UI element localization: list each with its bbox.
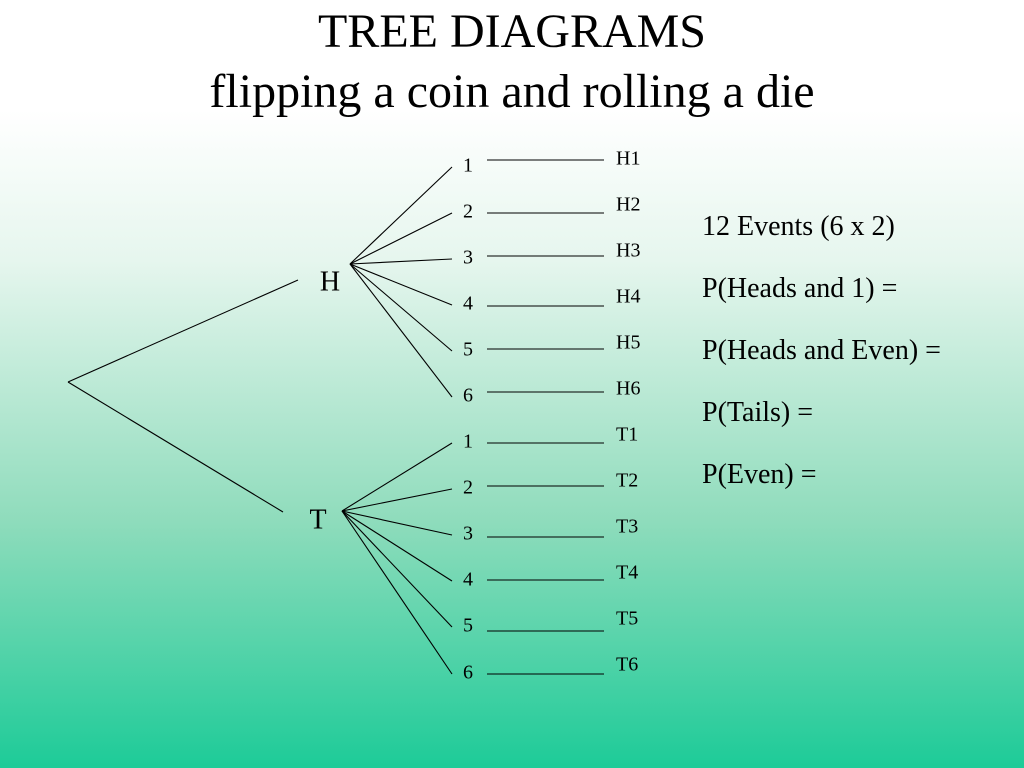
die-branch-h-4: [349, 263, 453, 306]
die-label-h-3: 3: [463, 247, 473, 269]
die-label-t-5: 5: [463, 615, 473, 637]
outcome-label-t-5: T5: [616, 608, 638, 630]
outcome-label-h-1: H1: [616, 148, 640, 170]
outcome-label-h-6: H6: [616, 378, 640, 400]
die-label-h-6: 6: [463, 385, 473, 407]
events-panel: 12 Events (6 x 2) P(Heads and 1) = P(Hea…: [702, 196, 941, 506]
events-total: 12 Events (6 x 2): [702, 211, 895, 242]
die-branch-h-2: [349, 212, 453, 265]
question-tails: P(Tails) =: [702, 397, 814, 428]
die-branch-t-1: [341, 442, 453, 512]
die-branch-t-4: [341, 510, 453, 582]
die-label-t-1: 1: [463, 431, 473, 453]
die-label-h-1: 1: [463, 155, 473, 177]
root-branch-t: [67, 381, 284, 513]
outcome-label-h-3: H3: [616, 240, 640, 262]
outcome-label-t-1: T1: [616, 424, 638, 446]
outcome-label-h-4: H4: [616, 286, 640, 308]
die-branch-t-3: [341, 510, 453, 536]
subtitle-line: flipping a coin and rolling a die: [209, 65, 815, 118]
outcome-label-t-3: T3: [616, 516, 638, 538]
question-heads-and-even: P(Heads and Even) =: [702, 335, 941, 366]
die-label-h-4: 4: [463, 293, 473, 315]
coin-label-t: T: [309, 504, 326, 535]
outcome-label-t-6: T6: [616, 654, 638, 676]
question-heads-and-1: P(Heads and 1) =: [702, 273, 898, 304]
coin-label-h: H: [320, 266, 340, 297]
die-branch-h-1: [349, 166, 453, 265]
outcome-label-t-4: T4: [616, 562, 638, 584]
die-branch-t-6: [341, 510, 453, 675]
die-branch-h-5: [349, 263, 453, 352]
die-branch-h-3: [349, 258, 453, 265]
die-label-t-4: 4: [463, 569, 473, 591]
outcome-label-h-5: H5: [616, 332, 640, 354]
die-label-t-6: 6: [463, 662, 473, 684]
die-label-h-5: 5: [463, 339, 473, 361]
outcome-label-h-2: H2: [616, 194, 640, 216]
root-branch-h: [67, 279, 299, 383]
die-branch-h-6: [349, 263, 453, 398]
question-even: P(Even) =: [702, 459, 817, 490]
die-label-t-3: 3: [463, 523, 473, 545]
outcome-label-t-2: T2: [616, 470, 638, 492]
die-label-t-2: 2: [463, 477, 473, 499]
die-label-h-2: 2: [463, 201, 473, 223]
die-branch-t-5: [341, 510, 453, 628]
die-branch-t-2: [341, 488, 453, 512]
title-line-1: TREE DIAGRAMS: [317, 5, 706, 58]
slide-title: TREE DIAGRAMS flipping a coin and rollin…: [0, 2, 1024, 122]
